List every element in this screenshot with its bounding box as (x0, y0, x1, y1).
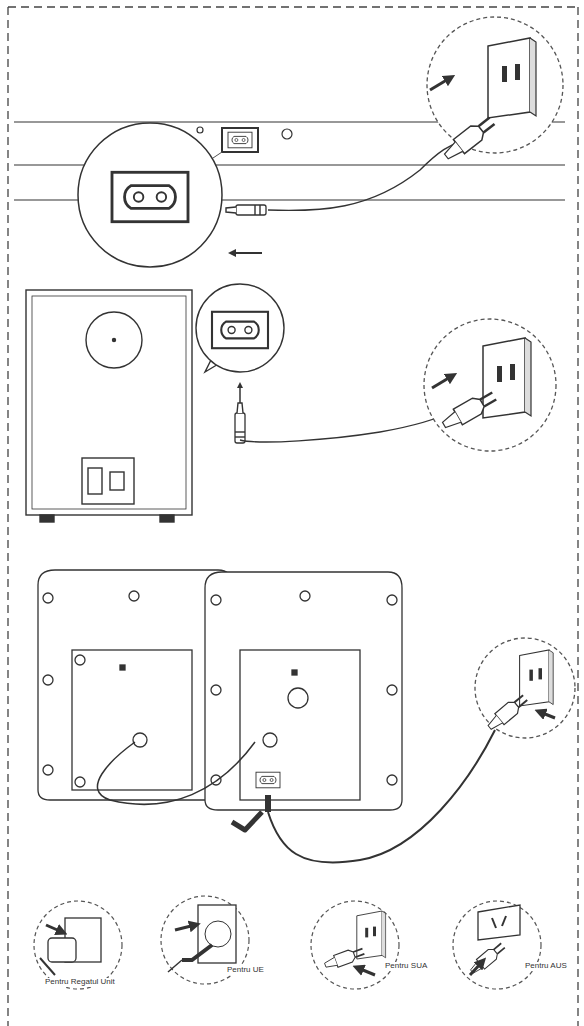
wall-outlet-2 (424, 319, 556, 451)
left-speaker (38, 570, 232, 800)
power-cord-3 (232, 730, 495, 863)
dashed-frame (8, 7, 578, 1026)
socket-callout-2 (196, 284, 284, 372)
right-speaker (205, 572, 402, 810)
socket-magnifier (78, 123, 222, 267)
power-cord-1 (226, 142, 460, 253)
plug-type-label: Pentru Regatul Unit (44, 978, 116, 987)
plug-type-label: Pentru UE (226, 966, 265, 975)
wall-outlet-3 (475, 638, 575, 738)
speaker-link-cable (97, 742, 255, 804)
plug-type-aus (453, 901, 541, 989)
subwoofer (26, 290, 192, 522)
plug-type-label: Pentru SUA (384, 962, 428, 971)
plug-type-label: Pentru AUS (524, 962, 568, 971)
plug-type-us (311, 901, 399, 989)
wall-outlet-1 (427, 17, 563, 164)
power-cord-2 (235, 385, 455, 443)
plug-type-uk (34, 901, 122, 989)
